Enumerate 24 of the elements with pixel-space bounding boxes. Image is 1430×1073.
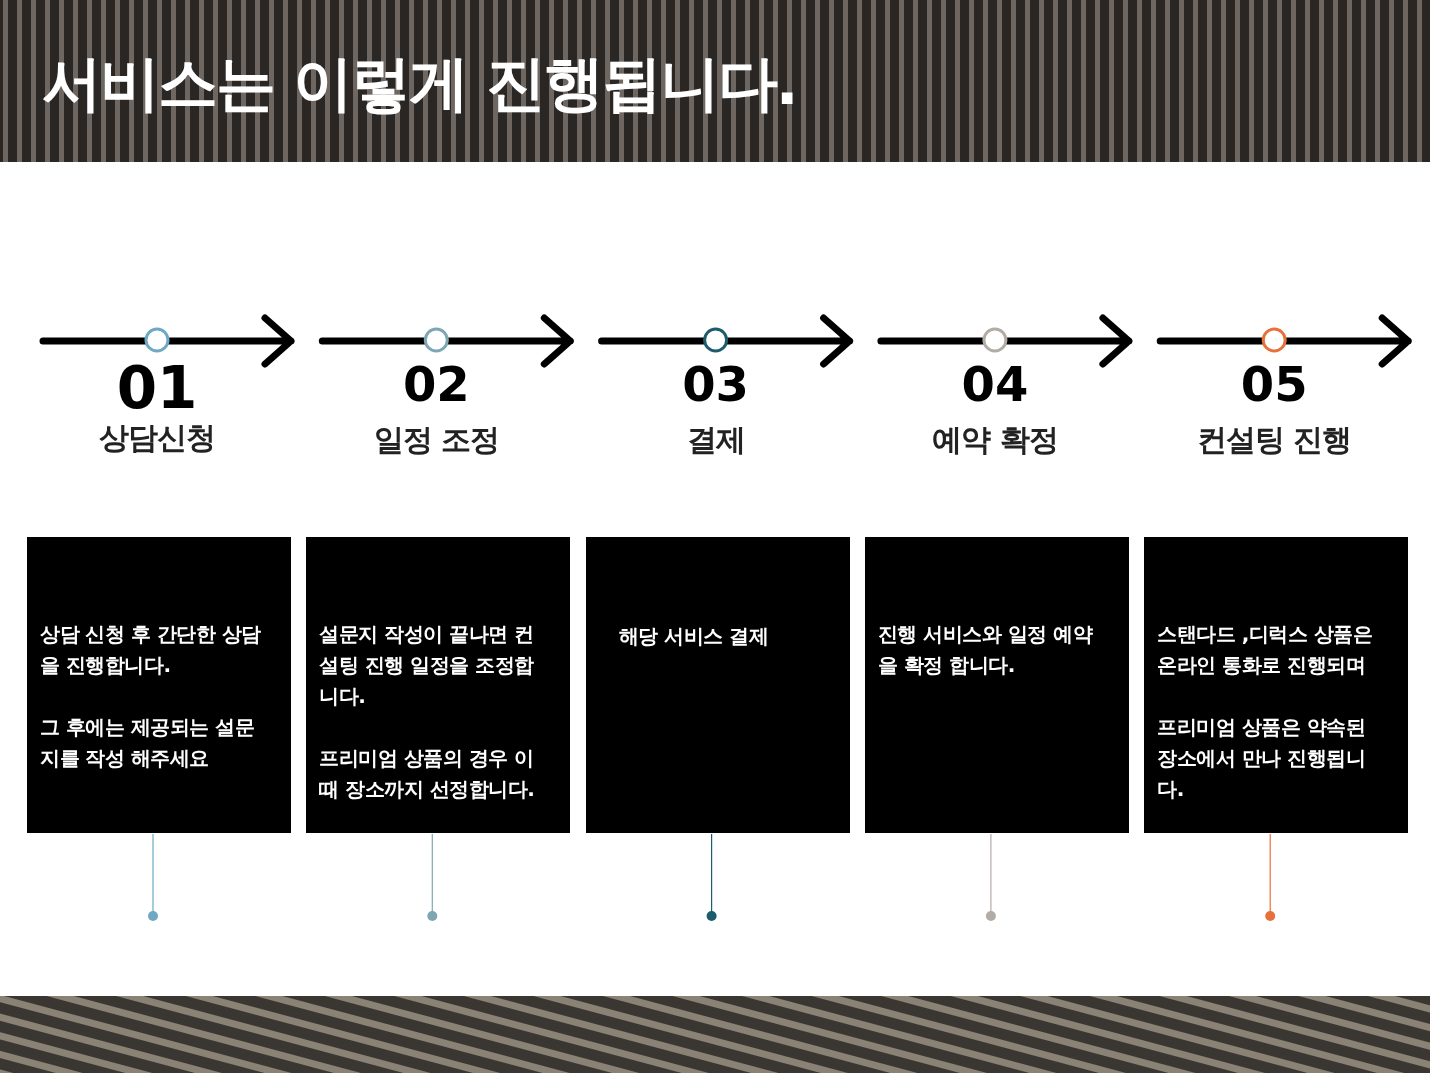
description-text: 진행 서비스와 일정 예약을 확정 합니다. [877, 621, 1094, 679]
step-number: 01 [116, 362, 198, 414]
step-number: 02 [402, 358, 470, 410]
description-box [27, 537, 291, 833]
description-text: 설문지 작성이 끝나면 컨설팅 진행 일정을 조정합니다. [319, 621, 535, 710]
description-box [864, 537, 1129, 833]
step-title: 일정 조정 [373, 421, 499, 459]
description-text: 해당 서비스 결제 [618, 623, 770, 650]
description-text: 그 후에는 제공되는 설문지를 작성 해주세요 [40, 714, 256, 772]
slide-title: 서비스는 이렇게 진행됩니다. [42, 47, 797, 120]
step-title: 상담신청 [99, 419, 215, 457]
step-title: 예약 확정 [932, 421, 1058, 459]
step-title: 컨설팅 진행 [1196, 421, 1352, 459]
step-number: 04 [961, 358, 1029, 410]
description-box [306, 537, 571, 833]
description-text: 프리미엄 상품의 경우 이때 장소까지 선정합니다. [319, 745, 536, 803]
description-text: 스탠다드 ,디럭스 상품은 온라인 통화로 진행되며 [1157, 621, 1374, 679]
step-title: 결제 [686, 421, 745, 459]
step-number: 03 [682, 358, 749, 410]
description-text: 프리미엄 상품은 약속된 장소에서 만나 진행됩니다. [1157, 714, 1367, 803]
description-box [585, 537, 850, 833]
step-number: 05 [1240, 358, 1308, 410]
description-text: 상담 신청 후 간단한 상담을 진행합니다. [40, 621, 262, 679]
description-box [1144, 537, 1409, 833]
